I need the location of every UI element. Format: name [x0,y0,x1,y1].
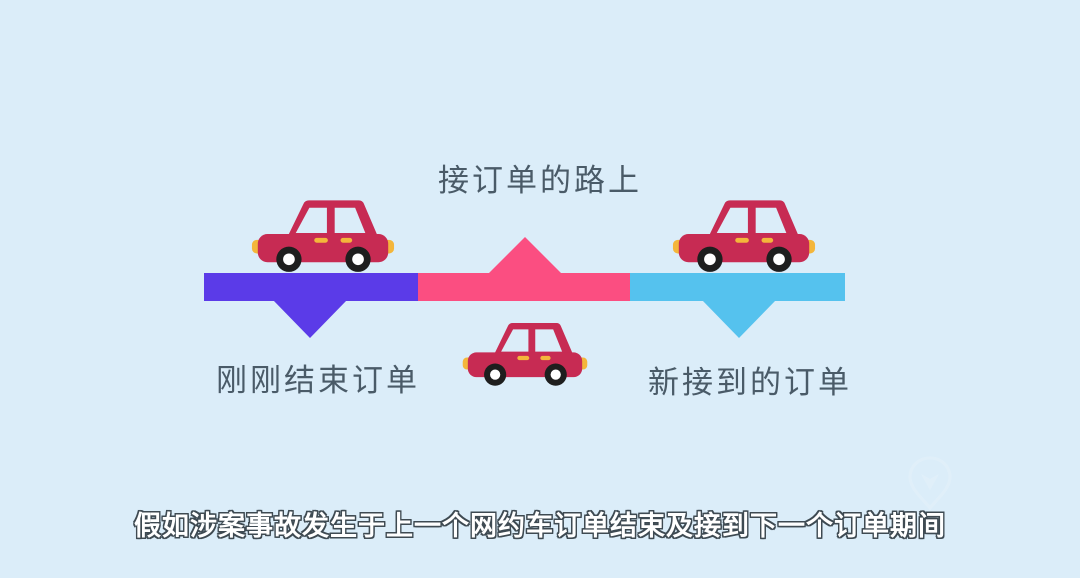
finished-order-label: 刚刚结束订单 [216,363,420,398]
timeline-segment-enroute [418,273,630,301]
subtitle-caption: 假如涉案事故发生于上一个网约车订单结束及接到下一个订单期间 [134,511,946,541]
timeline-segment-finished [204,273,418,301]
down-arrow-icon [273,300,347,338]
car-icon [251,200,395,272]
car-icon [672,200,816,272]
car-icon [462,322,588,386]
timeline-top-label: 接订单的路上 [438,163,642,198]
pin-watermark-icon [908,456,952,510]
up-arrow-icon [488,237,562,274]
new-order-label: 新接到的订单 [648,365,852,400]
timeline-segment-new [630,273,845,301]
down-arrow-icon [702,300,776,338]
